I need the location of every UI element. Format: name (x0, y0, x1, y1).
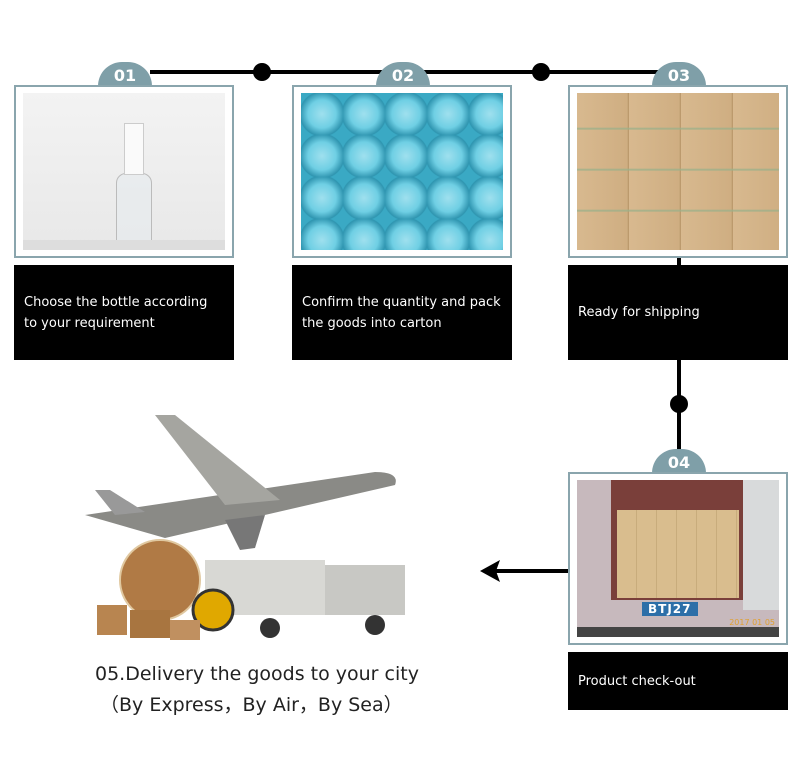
clock-icon (191, 588, 235, 632)
arrow-line (495, 569, 568, 573)
license-plate: BTJ27 (642, 602, 698, 616)
step-image-cartons (568, 85, 788, 258)
delivery-subtitle: （By Express，By Air，By Sea） (100, 694, 403, 716)
connector-dot (253, 63, 271, 81)
step-caption: Product check-out (568, 652, 788, 710)
step-badge: 02 (376, 62, 430, 86)
step-badge: 04 (652, 449, 706, 473)
step-image-bottle (14, 85, 234, 258)
airplane-icon (85, 415, 396, 550)
step-image-container: BTJ27 2017 01 05 (568, 472, 788, 645)
step-caption: Confirm the quantity and pack the goods … (292, 265, 512, 360)
delivery-illustration (85, 415, 405, 640)
connector-dot (670, 395, 688, 413)
step-badge: 01 (98, 62, 152, 86)
globe-icon (119, 539, 201, 621)
arrow-left-icon (480, 560, 500, 582)
photo-date: 2017 01 05 (729, 618, 775, 627)
step-caption: Choose the bottle according to your requ… (14, 265, 234, 360)
step-image-caps (292, 85, 512, 258)
step-caption: Ready for shipping (568, 265, 788, 360)
connector-dot (532, 63, 550, 81)
step-badge: 03 (652, 62, 706, 86)
truck-icon (205, 560, 405, 638)
boxes-icon (97, 605, 200, 640)
delivery-title: 05.Delivery the goods to your city (95, 663, 419, 685)
